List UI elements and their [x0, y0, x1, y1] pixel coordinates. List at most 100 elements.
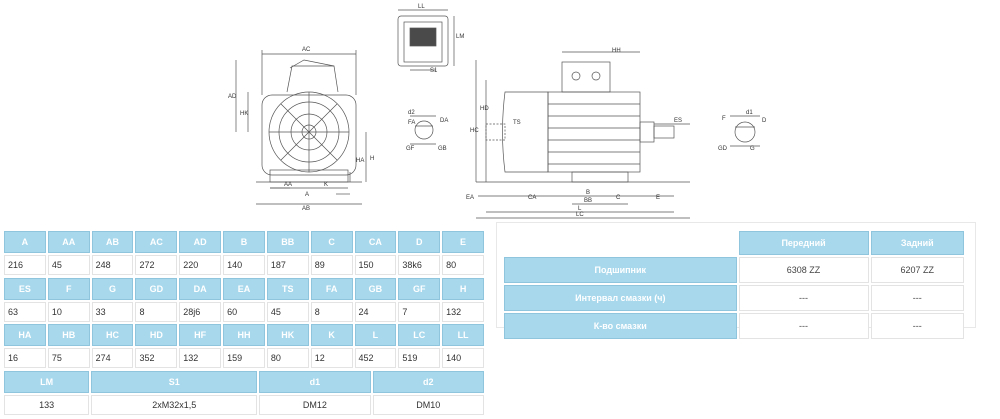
dim-label-LL: LL	[418, 4, 425, 10]
table-cell: 38k6	[398, 255, 441, 275]
table-cell: 8	[135, 302, 178, 322]
table-header-row: HA HB HC HD HF HH HK K L LC LL	[4, 324, 484, 346]
table-header-row: ES F G GD DA EA TS FA GB GF H	[4, 278, 484, 300]
table-cell: 452	[354, 348, 397, 368]
table-cell: ---	[738, 285, 869, 311]
dim-label-LM: LM	[456, 34, 464, 40]
table-header-cell: S1	[91, 371, 258, 393]
table-header-cell: F	[47, 278, 90, 300]
table-header-cell: C	[310, 231, 353, 253]
table-cell: 24	[354, 302, 397, 322]
table-header-cell: EA	[223, 278, 265, 300]
dim-label-AA: AA	[284, 182, 292, 188]
table-cell: 6207 ZZ	[870, 257, 964, 283]
table-header-cell: HC	[91, 324, 134, 346]
table-header-cell: AB	[91, 231, 134, 253]
table-header-row: Передний Задний	[504, 231, 964, 255]
table-cell: 12	[310, 348, 353, 368]
table-cell: DM10	[372, 395, 484, 415]
table-cell: ---	[870, 313, 964, 339]
dimensions-table-4: LM S1 d1 d2 133 2xM32x1,5 DM12 DM10	[2, 369, 486, 417]
shaft-section-rear	[410, 115, 436, 145]
dim-label-TS: TS	[513, 120, 521, 126]
table-cell: 220	[179, 255, 222, 275]
dim-label-G: G	[750, 146, 755, 152]
table-header-cell: AD	[179, 231, 222, 253]
dim-label-K: K	[324, 182, 328, 188]
table-header-rear: Задний	[870, 231, 964, 255]
table-cell: 28j6	[179, 302, 222, 322]
table-cell: 45	[266, 302, 309, 322]
dim-label-AD: AD	[228, 94, 237, 100]
table-header-cell: G	[91, 278, 134, 300]
dim-label-AB: AB	[302, 206, 310, 212]
table-row: 63 10 33 8 28j6 60 45 8 24 7 132	[4, 302, 484, 322]
dim-label-GB: GB	[438, 146, 447, 152]
table-cell: 140	[223, 255, 265, 275]
table-cell: 272	[135, 255, 178, 275]
table-header-cell: ES	[4, 278, 46, 300]
table-header-front: Передний	[738, 231, 869, 255]
row-label-lube-interval: Интервал смазки (ч)	[504, 285, 737, 311]
table-row: Подшипник 6308 ZZ 6207 ZZ	[504, 257, 964, 283]
table-header-row: A AA AB AC AD B BB C CA D E	[4, 231, 484, 253]
table-cell: 80	[266, 348, 309, 368]
table-header-cell: AC	[135, 231, 178, 253]
table-row: Интервал смазки (ч) --- ---	[504, 285, 964, 311]
table-row: К-во смазки --- ---	[504, 313, 964, 339]
dim-label-D: D	[762, 118, 767, 124]
table-cell: 80	[442, 255, 484, 275]
dim-label-HA: HA	[356, 158, 364, 164]
dim-label-FA: FA	[408, 120, 415, 126]
table-cell: ---	[870, 285, 964, 311]
table-cell: 63	[4, 302, 46, 322]
bearings-table: Передний Задний Подшипник 6308 ZZ 6207 Z…	[502, 229, 966, 341]
dim-label-BB: BB	[584, 198, 592, 204]
table-header-cell: HK	[266, 324, 309, 346]
table-header-cell: LL	[442, 324, 484, 346]
dim-label-HH: HH	[612, 48, 621, 54]
table-cell: 89	[310, 255, 353, 275]
table-cell: 248	[91, 255, 134, 275]
table-cell: 8	[310, 302, 353, 322]
table-header-cell: B	[223, 231, 265, 253]
dim-label-C: C	[616, 195, 621, 201]
table-cell: 7	[398, 302, 441, 322]
table-cell: 45	[47, 255, 90, 275]
front-view	[235, 50, 367, 205]
table-header-cell: LC	[398, 324, 441, 346]
dim-label-F: F	[722, 116, 726, 122]
table-header-cell: E	[442, 231, 484, 253]
table-cell: ---	[738, 313, 869, 339]
table-header-cell: HA	[4, 324, 46, 346]
table-cell: 140	[442, 348, 484, 368]
table-cell: 133	[4, 395, 90, 415]
dim-label-HK: HK	[240, 111, 248, 117]
table-header-cell: GB	[354, 278, 397, 300]
table-row: 16 75 274 352 132 159 80 12 452 519 140	[4, 348, 484, 368]
dimensions-table-3: HA HB HC HD HF HH HK K L LC LL 16 75 274…	[2, 322, 486, 370]
table-cell: 352	[135, 348, 178, 368]
table-cell: 132	[442, 302, 484, 322]
table-header-cell: GF	[398, 278, 441, 300]
table-cell: 216	[4, 255, 46, 275]
table-cell: 187	[266, 255, 309, 275]
table-header-cell: D	[398, 231, 441, 253]
table-cell: 16	[4, 348, 46, 368]
dim-label-EA: EA	[466, 195, 474, 201]
table-cell: 2xM32x1,5	[91, 395, 258, 415]
dim-label-H: H	[370, 156, 374, 162]
dim-label-S1: S1	[430, 68, 438, 74]
table-header-cell: d2	[372, 371, 484, 393]
dim-label-AC: AC	[302, 47, 311, 53]
dim-label-GD: GD	[718, 146, 728, 152]
table-header-cell: GD	[135, 278, 178, 300]
dim-label-CA: CA	[528, 195, 536, 201]
motor-dimension-drawing: AC AD HK HA H AA K A AB LL LM S1 HH d2 F…	[228, 4, 767, 219]
dimensions-table-1: A AA AB AC AD B BB C CA D E 216 45 248 2…	[2, 229, 486, 277]
table-header-cell: K	[310, 324, 353, 346]
table-header-cell: A	[4, 231, 46, 253]
dim-label-d1: d1	[746, 110, 753, 116]
table-row: 216 45 248 272 220 140 187 89 150 38k6 8…	[4, 255, 484, 275]
table-cell: 10	[47, 302, 90, 322]
